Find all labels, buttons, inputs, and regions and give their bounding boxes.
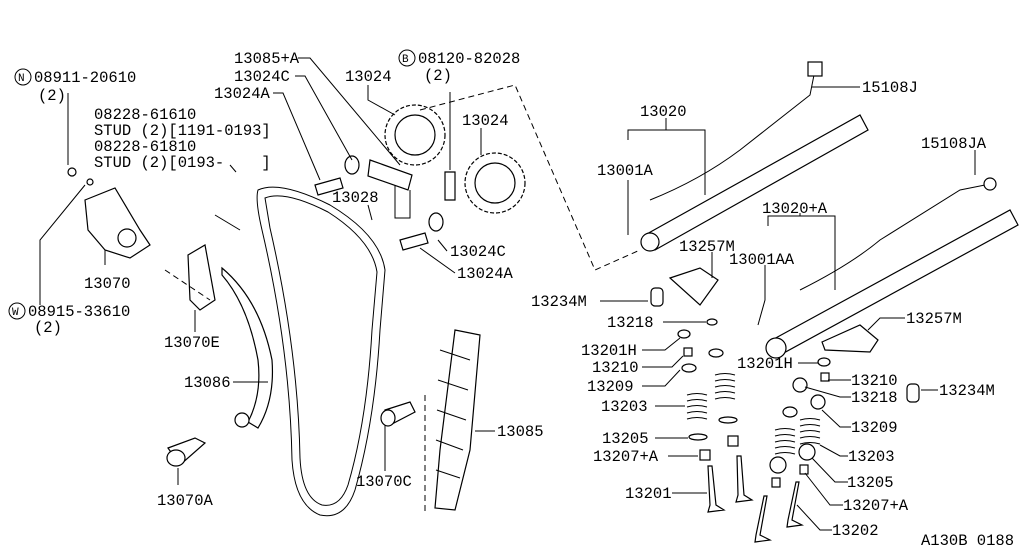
label-13203-right: 13203 bbox=[848, 448, 895, 466]
label-13201H-right: 13201H bbox=[737, 355, 793, 373]
label-13257M-left: 13257M bbox=[679, 238, 735, 256]
label-13234M-left: 13234M bbox=[531, 293, 587, 311]
label-13070E: 13070E bbox=[164, 334, 220, 352]
chain-guide-13085 bbox=[380, 329, 481, 515]
label-n-qty: (2) bbox=[38, 87, 66, 105]
label-13070A: 13070A bbox=[157, 492, 214, 510]
label-13205-right: 13205 bbox=[847, 474, 894, 492]
label-13207A-left: 13207+A bbox=[593, 448, 659, 466]
label-13020: 13020 bbox=[640, 103, 687, 121]
label-13001A: 13001A bbox=[597, 162, 654, 180]
label-13205-left: 13205 bbox=[602, 430, 649, 448]
label-13070C: 13070C bbox=[356, 473, 412, 491]
w-symbol: W bbox=[12, 307, 19, 319]
b-symbol-circle bbox=[398, 49, 416, 67]
part-labels: 08911-20610 (2) 08228-61610 STUD (2)[119… bbox=[28, 50, 1014, 550]
label-13234M-right: 13234M bbox=[939, 382, 995, 400]
rocker-arms-13257M bbox=[650, 267, 920, 403]
label-13218-left: 13218 bbox=[607, 314, 654, 332]
label-13203-left: 13203 bbox=[601, 398, 648, 416]
gasket-13070E bbox=[164, 214, 241, 311]
label-13085A: 13085+A bbox=[234, 50, 300, 68]
label-08915-33610: 08915-33610 bbox=[28, 303, 130, 321]
label-13070: 13070 bbox=[84, 275, 131, 293]
label-13024-right: 13024 bbox=[462, 112, 509, 130]
label-08228-61810: 08228-61810 bbox=[94, 138, 196, 156]
chain-guide-13086 bbox=[221, 266, 274, 429]
label-13201: 13201 bbox=[625, 485, 672, 503]
label-13201H-left: 13201H bbox=[581, 342, 637, 360]
label-13218-right: 13218 bbox=[851, 389, 898, 407]
label-13024C: 13024C bbox=[450, 243, 506, 261]
washer-w bbox=[86, 178, 94, 186]
label-13024A-top: 13024A bbox=[214, 85, 271, 103]
bolts-13024A bbox=[314, 155, 456, 251]
washer-n bbox=[67, 167, 77, 177]
label-b-qty: (2) bbox=[424, 67, 452, 85]
label-13209-right: 13209 bbox=[851, 419, 898, 437]
label-13210-left: 13210 bbox=[592, 359, 639, 377]
diagram-id: A130B 0188 bbox=[921, 532, 1014, 550]
label-stud2-desc: STUD (2)[0193- ] bbox=[94, 154, 271, 172]
label-08120-82028: 08120-82028 bbox=[418, 50, 520, 68]
label-13207A-right: 13207+A bbox=[843, 497, 909, 515]
sprockets-13024 bbox=[384, 84, 641, 271]
label-15108J: 15108J bbox=[862, 79, 918, 97]
b-symbol: B bbox=[402, 54, 409, 66]
label-08228-61610: 08228-61610 bbox=[94, 106, 196, 124]
chain-tensioner-13085A bbox=[367, 159, 413, 219]
label-13028: 13028 bbox=[332, 189, 379, 207]
tensioner-13070 bbox=[67, 167, 151, 259]
timing-chain-13028 bbox=[256, 186, 386, 517]
label-13020A: 13020+A bbox=[762, 200, 828, 218]
valve-train-parts bbox=[677, 318, 831, 543]
bolt-13070A bbox=[166, 437, 207, 467]
leader-lines bbox=[39, 57, 976, 531]
label-13257M-right: 13257M bbox=[906, 310, 962, 328]
label-13024A: 13024A bbox=[457, 265, 514, 283]
n-symbol-circle bbox=[14, 68, 32, 86]
label-13210-right: 13210 bbox=[851, 372, 898, 390]
camshafts-13020 bbox=[640, 61, 1019, 359]
label-13085: 13085 bbox=[497, 423, 544, 441]
label-13024C-top: 13024C bbox=[234, 68, 290, 86]
label-13001AA: 13001AA bbox=[729, 251, 795, 269]
label-15108JA: 15108JA bbox=[921, 135, 987, 153]
label-13086: 13086 bbox=[184, 374, 231, 392]
n-symbol: N bbox=[18, 73, 25, 85]
label-stud1-desc: STUD (2)[1191-0193] bbox=[94, 122, 271, 140]
w-symbol-circle bbox=[8, 302, 26, 320]
label-w-qty: (2) bbox=[34, 319, 62, 337]
label-13024-left: 13024 bbox=[345, 68, 392, 86]
label-13209-left: 13209 bbox=[587, 378, 634, 396]
label-13202: 13202 bbox=[832, 522, 879, 540]
label-08911-20610: 08911-20610 bbox=[34, 69, 136, 87]
